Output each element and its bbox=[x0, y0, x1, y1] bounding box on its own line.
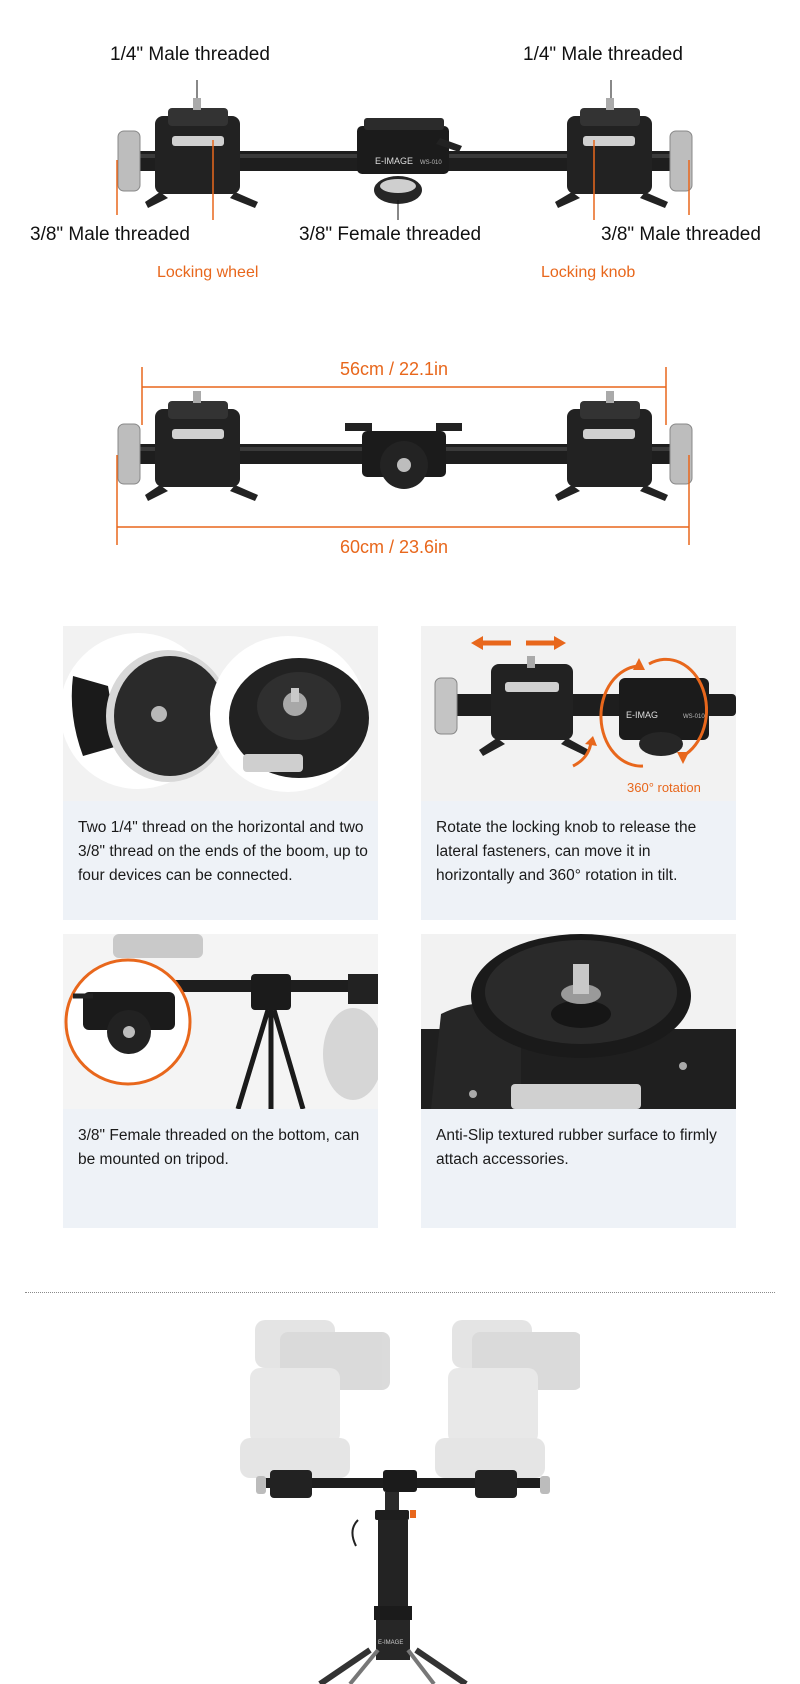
label-locking-wheel: Locking wheel bbox=[157, 264, 259, 281]
feature-image-threads bbox=[63, 626, 378, 801]
left-clamp-2 bbox=[145, 391, 258, 501]
boom-diagram-dimensions bbox=[116, 367, 693, 545]
right-clamp-2 bbox=[555, 391, 668, 501]
label-locking-knob: Locking knob bbox=[541, 264, 636, 281]
right-clamp bbox=[555, 98, 668, 208]
center-clamp: E-IMAGE WS-010 bbox=[357, 118, 462, 204]
feature-card-tripod: 3/8" Female threaded on the bottom, can … bbox=[63, 934, 378, 1228]
right-camera bbox=[435, 1320, 580, 1478]
left-clamp bbox=[145, 98, 258, 208]
label-left-male-38: 3/8" Male threaded bbox=[30, 224, 190, 245]
label-top-left-thread: 1/4" Male threaded bbox=[110, 44, 270, 65]
feature-card-rubber: Anti-Slip textured rubber surface to fir… bbox=[421, 934, 736, 1228]
feature-text-tripod: 3/8" Female threaded on the bottom, can … bbox=[78, 1127, 360, 1168]
inner-length-label: 56cm / 22.1in bbox=[340, 359, 449, 379]
rotation-clamp-brand: E-IMAG bbox=[626, 710, 658, 720]
feature-image-rubber bbox=[421, 934, 736, 1109]
center-clamp-brand: E-IMAGE bbox=[375, 156, 413, 166]
left-camera bbox=[240, 1320, 390, 1478]
rotation-clamp-model: WS-010 bbox=[683, 714, 705, 720]
label-top-right-thread: 1/4" Male threaded bbox=[523, 44, 683, 65]
rotation-badge: 360° rotation bbox=[627, 780, 701, 795]
label-right-male-38: 3/8" Male threaded bbox=[601, 224, 761, 245]
feature-image-rotation: E-IMAG WS-010 bbox=[421, 626, 736, 801]
section-divider bbox=[25, 1292, 775, 1293]
feature-image-tripod bbox=[63, 934, 378, 1109]
feature-card-threads: Two 1/4" thread on the horizontal and tw… bbox=[63, 626, 378, 920]
feature-text-rotation: Rotate the locking knob to release the l… bbox=[436, 819, 697, 884]
label-center-female-38: 3/8" Female threaded bbox=[299, 224, 482, 245]
feature-card-rotation: E-IMAG WS-010 360° rotation Rotate the l… bbox=[421, 626, 736, 920]
feature-text-threads: Two 1/4" thread on the horizontal and tw… bbox=[78, 819, 368, 884]
center-clamp-model: WS-010 bbox=[420, 160, 442, 166]
column-brand: E-IMAGE bbox=[378, 1640, 403, 1646]
center-clamp-rotated bbox=[345, 423, 462, 489]
outer-length-label: 60cm / 23.6in bbox=[340, 537, 449, 557]
feature-text-rubber: Anti-Slip textured rubber surface to fir… bbox=[436, 1127, 717, 1168]
product-mounted-photo: E-IMAGE bbox=[240, 1320, 580, 1684]
boom-diagram-top: E-IMAGE WS-010 bbox=[116, 80, 693, 220]
